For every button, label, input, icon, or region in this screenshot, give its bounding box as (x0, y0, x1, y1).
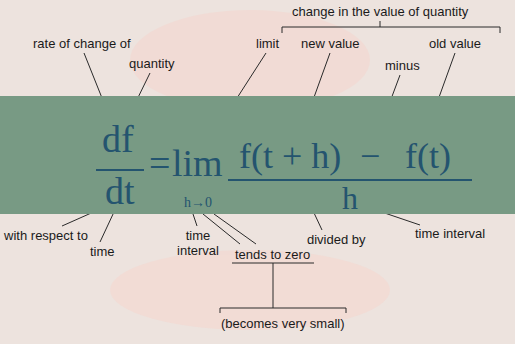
annotation: quantity (129, 56, 175, 71)
annotation: limit (256, 36, 279, 51)
bracket-label: change in the value of quantity (292, 4, 468, 19)
formula-symbol: lim (172, 144, 223, 182)
annotation: new value (301, 36, 360, 51)
annotation: (becomes very small) (221, 316, 345, 331)
annotation: old value (429, 36, 481, 51)
annotation: divided by (307, 232, 366, 247)
formula-term: f(t + h) (239, 138, 341, 174)
formula-subscript: h→0 (184, 196, 212, 210)
formula-term: h (342, 182, 358, 214)
formula-operator: − (360, 138, 380, 174)
formula-symbol: dt (105, 172, 135, 210)
formula-term: f(t) (405, 138, 451, 174)
annotation: time interval (169, 228, 227, 258)
formula-symbol: = (149, 144, 170, 182)
annotation: time (90, 244, 115, 259)
annotation: with respect to (4, 228, 88, 243)
formula-symbol: df (102, 120, 134, 158)
annotation: tends to zero (235, 247, 310, 262)
annotation: time interval (415, 226, 485, 241)
annotation: rate of change of (33, 36, 131, 51)
annotation: minus (385, 58, 420, 73)
formula-band: df dt =lim h→0 f(t + h)−f(t) h (0, 96, 515, 214)
